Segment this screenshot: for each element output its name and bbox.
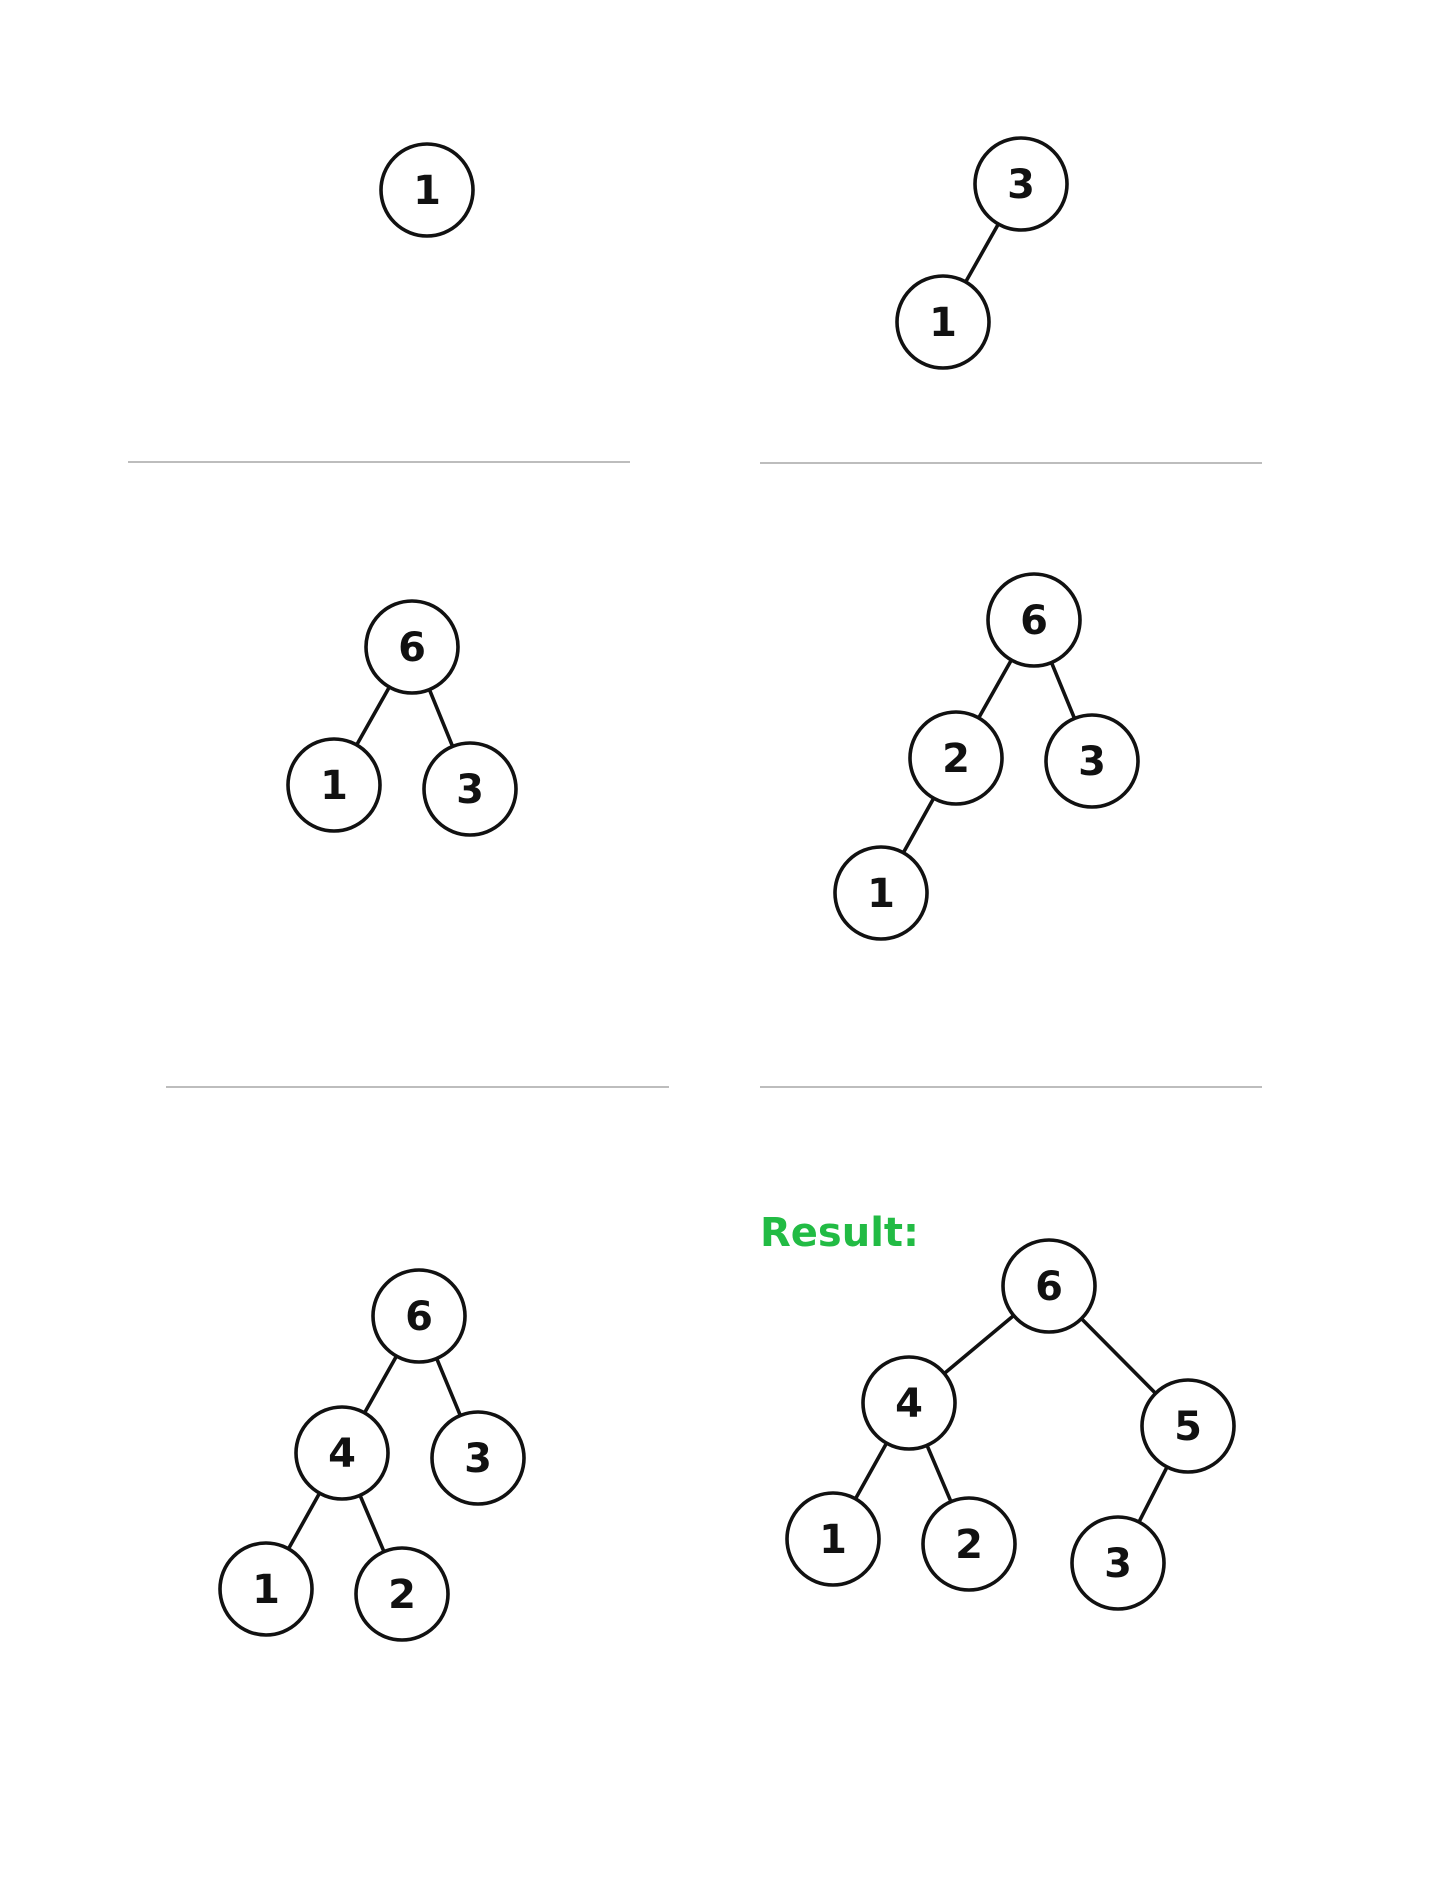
tree-node: 1: [379, 142, 475, 238]
tree-node: 3: [1070, 1515, 1166, 1611]
tree-edge: [853, 1441, 889, 1501]
node-value: 6: [405, 1294, 433, 1340]
tree-edge: [901, 796, 936, 855]
node-value: 3: [1078, 739, 1106, 785]
tree-node: 6: [371, 1268, 467, 1364]
node-circle: [379, 142, 475, 238]
node-circle: [1070, 1515, 1166, 1611]
tree-node: 4: [294, 1405, 390, 1501]
node-value: 1: [867, 871, 895, 917]
tree-edge: [434, 1356, 463, 1418]
node-value: 3: [464, 1436, 492, 1482]
tree-node: 6: [1001, 1238, 1097, 1334]
node-value: 6: [1020, 598, 1048, 644]
node-circle: [1140, 1378, 1236, 1474]
node-circle: [895, 274, 991, 370]
node-value: 1: [819, 1517, 847, 1563]
tree-node: 3: [422, 741, 518, 837]
tree-node: 1: [895, 274, 991, 370]
node-value: 2: [942, 736, 970, 782]
node-value: 2: [955, 1522, 983, 1568]
node-circle: [1044, 713, 1140, 809]
tree-node: 6: [364, 599, 460, 695]
node-circle: [973, 136, 1069, 232]
tree-edge: [963, 222, 1001, 284]
tree-edge: [358, 1493, 386, 1554]
tree-edge: [1079, 1316, 1158, 1396]
tree-edge: [427, 687, 455, 749]
node-circle: [1001, 1238, 1097, 1334]
node-value: 1: [929, 300, 957, 346]
tree-node: 3: [973, 136, 1069, 232]
node-value: 4: [895, 1381, 923, 1427]
tree-node: 2: [354, 1546, 450, 1642]
tree-edge: [1137, 1465, 1169, 1524]
node-circle: [218, 1541, 314, 1637]
node-circle: [785, 1491, 881, 1587]
node-circle: [430, 1410, 526, 1506]
tree-node: 3: [430, 1410, 526, 1506]
panel-dividers: [128, 461, 1262, 1088]
node-value: 6: [1035, 1264, 1063, 1310]
tree-node: 6: [986, 572, 1082, 668]
node-circle: [908, 710, 1004, 806]
node-circle: [833, 845, 929, 941]
node-circle: [921, 1496, 1017, 1592]
tree-edge: [976, 658, 1014, 720]
node-value: 1: [252, 1567, 280, 1613]
node-circle: [371, 1268, 467, 1364]
node-value: 2: [388, 1572, 416, 1618]
node-circle: [861, 1355, 957, 1451]
tree-node: 1: [833, 845, 929, 941]
node-value: 4: [328, 1431, 356, 1477]
node-circle: [286, 737, 382, 833]
node-circle: [354, 1546, 450, 1642]
tree-result: 6 4 5 1 2 3: [785, 1238, 1236, 1611]
tree-step-1: 1: [379, 142, 475, 238]
tree-step-4: 6 2 3 1: [833, 572, 1140, 941]
tree-step-3: 6 1 3: [286, 599, 518, 837]
result-label: Result:: [760, 1210, 919, 1256]
tree-edge: [286, 1491, 322, 1551]
node-circle: [364, 599, 460, 695]
tree-node: 2: [908, 710, 1004, 806]
tree-node: 1: [785, 1491, 881, 1587]
tree-step-2: 31: [895, 136, 1069, 370]
tree-edge: [362, 1354, 399, 1415]
tree-node: 2: [921, 1496, 1017, 1592]
tree-node: 1: [218, 1541, 314, 1637]
node-value: 1: [320, 763, 348, 809]
node-circle: [294, 1405, 390, 1501]
tree-node: 5: [1140, 1378, 1236, 1474]
tree-edge: [1049, 660, 1077, 721]
node-value: 5: [1174, 1404, 1202, 1450]
tree-step-5: 6 4 3 1 2: [218, 1268, 526, 1642]
node-circle: [986, 572, 1082, 668]
tree-node: 3: [1044, 713, 1140, 809]
node-value: 6: [398, 625, 426, 671]
node-value: 3: [1104, 1541, 1132, 1587]
tree-edge: [925, 1443, 953, 1504]
node-circle: [422, 741, 518, 837]
node-value: 1: [413, 168, 441, 214]
tree-node: 1: [286, 737, 382, 833]
tree-edge: [942, 1313, 1016, 1376]
tree-node: 4: [861, 1355, 957, 1451]
node-value: 3: [456, 767, 484, 813]
tree-edge: [354, 685, 392, 747]
node-value: 3: [1007, 162, 1035, 208]
